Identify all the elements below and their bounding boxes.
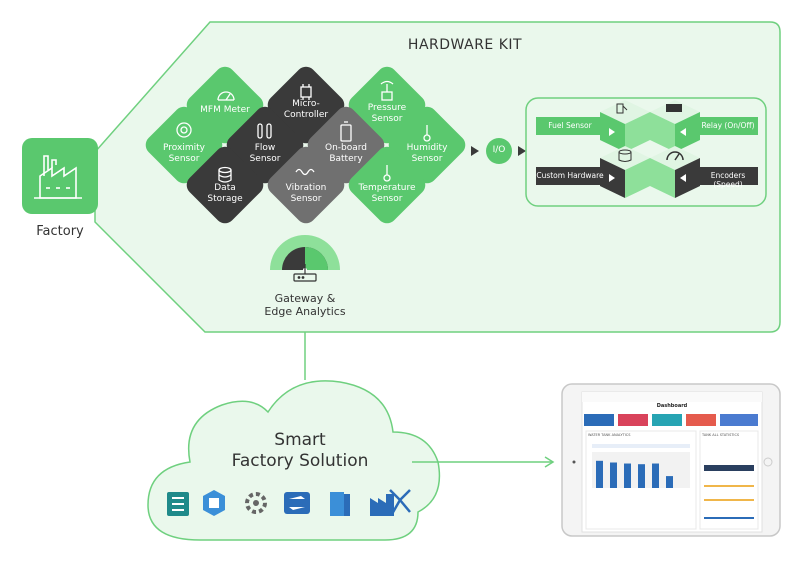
hardware-kit-title: HARDWARE KIT [407, 37, 523, 53]
factory-tile [22, 138, 98, 214]
sensor-proximity [145, 106, 223, 184]
tablet-panel-left-title: WATER TANK ANALYTICS [588, 433, 631, 437]
sensor-label-flow: Flow Sensor [249, 143, 281, 164]
event-hub-icon [167, 492, 189, 516]
sensor-label-proximity: Proximity Sensor [163, 143, 205, 164]
arrow-from-io [518, 146, 526, 156]
wave-icon [295, 168, 315, 176]
gauge-icon [217, 91, 235, 101]
thermometer-icon [383, 165, 391, 182]
io-label: I/O [492, 145, 506, 155]
flow-tubes-icon [257, 123, 272, 139]
sensor-label-pressure: Pressure Sensor [367, 103, 407, 124]
database-icon [618, 149, 632, 162]
sensor-data-storage [186, 146, 264, 224]
chip-icon [300, 84, 312, 100]
cloud-service-icons [167, 489, 411, 516]
tablet-bar-chart [596, 460, 673, 488]
tablet-bar [596, 460, 603, 488]
tablet-bar [638, 464, 645, 488]
sql-database-icon [203, 490, 225, 516]
iot-hub-icon [245, 492, 267, 514]
sensor-label-data-storage: Data Storage [207, 183, 243, 204]
arrow-to-io [471, 146, 479, 156]
tablet-bar [666, 476, 673, 488]
io-device-fuel-sensor: Fuel Sensor [548, 121, 592, 130]
antenna-icon [380, 80, 394, 101]
sensor-label-battery: On-board Battery [324, 143, 368, 164]
sensor-vibration [267, 146, 345, 224]
io-cubes [600, 100, 700, 198]
sensor-label-vibration: Vibration Sensor [285, 183, 327, 204]
sensor-label-humidity: Humidity Sensor [406, 143, 448, 164]
gateway-gauge [270, 235, 340, 272]
speedometer-icon [666, 151, 684, 161]
relay-icon [666, 104, 682, 112]
io-device-custom-hardware: Custom Hardware [536, 171, 604, 180]
target-icon [176, 122, 192, 138]
battery-icon [340, 121, 352, 142]
router-icon [293, 264, 317, 282]
sensor-label-micro-controller: Micro- Controller [283, 99, 329, 120]
factory-icon [34, 155, 82, 199]
tablet-header: Dashboard [656, 403, 688, 409]
tablet-bar [610, 462, 617, 488]
database-icon [218, 166, 232, 183]
data-factory-icon [370, 494, 394, 516]
sensor-label-temperature: Temperature Sensor [358, 183, 416, 204]
io-circle [486, 138, 512, 164]
tablet-panel-right-title: TANK ALL STATISTICS [702, 433, 740, 437]
io-device-encoders: Encoders (Speed) [710, 171, 746, 189]
sensor-temperature [348, 146, 426, 224]
machine-learning-icon [389, 489, 411, 515]
factory-label: Factory [36, 224, 84, 239]
cloud-title: Smart Factory Solution [231, 430, 369, 472]
thermometer-icon [423, 125, 431, 142]
tablet-bar [624, 463, 631, 488]
tablet-bar [652, 463, 659, 488]
gateway-label: Gateway & Edge Analytics [264, 292, 346, 319]
io-device-relay: Relay (On/Off) [701, 121, 755, 130]
storage-icon [330, 492, 350, 516]
fuel-pump-icon [616, 103, 628, 114]
sensor-label-mfm: MFM Meter [200, 105, 250, 115]
stream-analytics-icon [284, 492, 310, 514]
sensor-grid [145, 66, 466, 224]
